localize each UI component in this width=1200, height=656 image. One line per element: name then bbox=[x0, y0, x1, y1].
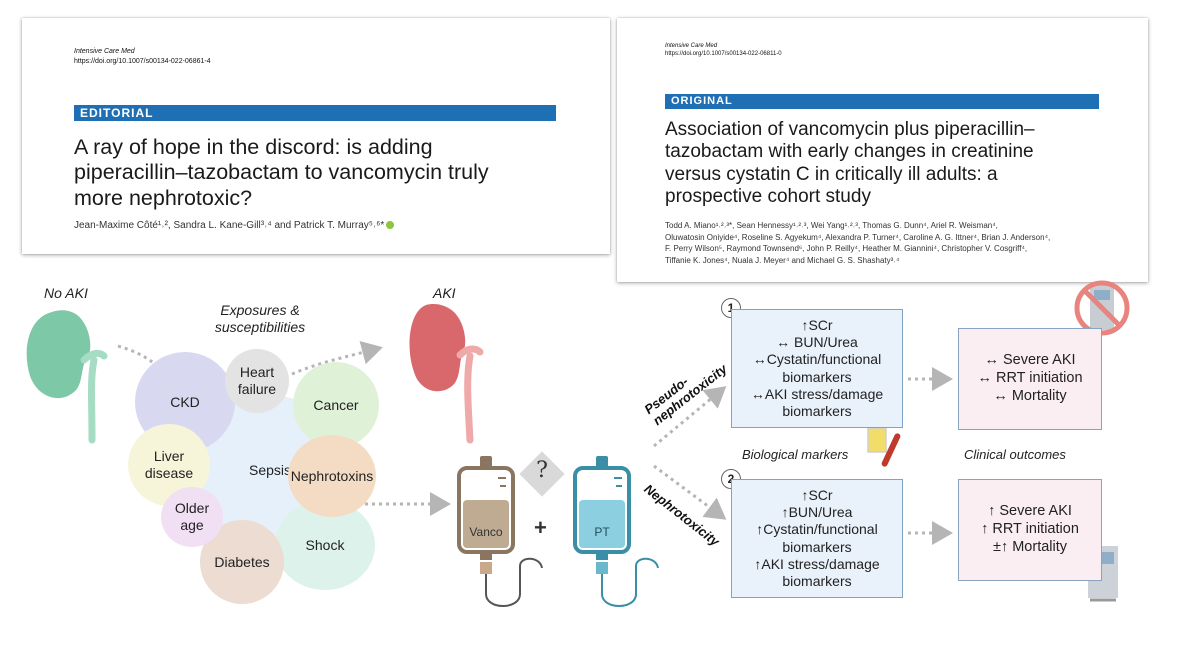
older-age-label-line: Older bbox=[174, 500, 210, 517]
nephrotoxins-label: Nephrotoxins bbox=[290, 467, 374, 484]
original-author-line: Tiffanie K. Jones⁴, Nuala J. Meyer⁴ and … bbox=[665, 255, 900, 265]
marker-line: biomarkers bbox=[782, 368, 852, 385]
no-aki-label: No AKI bbox=[44, 285, 88, 301]
plus-sign: + bbox=[534, 515, 547, 540]
heart-failure-label-line: Heart bbox=[239, 364, 275, 381]
original-journal-name: Intensive Care Med bbox=[665, 43, 718, 49]
original-authors: Todd A. Miano¹˒²˒³*, Sean Hennessy¹˒²˒³,… bbox=[665, 220, 1050, 266]
vanco-label: Vanco bbox=[469, 525, 503, 539]
outcome-line: ↔ RRT initiation bbox=[977, 370, 1083, 387]
exposures-label-line: susceptibilities bbox=[214, 318, 306, 335]
marker-line: ↑Cystatin/functional bbox=[756, 521, 878, 538]
outcome-line: ↑ RRT initiation bbox=[981, 521, 1079, 538]
pseudo-outcomes-box: ↔ Severe AKI ↔ RRT initiation ↔ Mortalit… bbox=[958, 328, 1102, 430]
urine-sample-icon bbox=[866, 422, 901, 467]
editorial-title-line: A ray of hope in the discord: is adding bbox=[74, 135, 433, 159]
clinical-outcomes-label: Clinical outcomes bbox=[964, 447, 1066, 462]
outcome-line: ↑ Severe AKI bbox=[988, 503, 1072, 520]
injured-kidney-icon bbox=[409, 304, 484, 444]
biological-markers-label: Biological markers bbox=[742, 447, 849, 462]
exposures-label-line: Exposures & bbox=[220, 302, 300, 318]
original-tag-banner: ORIGINAL bbox=[665, 94, 1099, 109]
nephro-outcomes-box: ↑ Severe AKI ↑ RRT initiation ±↑ Mortali… bbox=[958, 479, 1102, 581]
older-age-label-line: age bbox=[180, 517, 204, 533]
editorial-journal-name: Intensive Care Med bbox=[74, 48, 135, 55]
cancer-bubble: Cancer bbox=[293, 362, 379, 448]
pt-label: PT bbox=[594, 525, 610, 539]
outcome-line: ↔ Mortality bbox=[993, 387, 1067, 404]
heart-failure-label-line: failure bbox=[237, 381, 277, 397]
exposures-label: Exposures & susceptibilities bbox=[200, 302, 320, 336]
editorial-title-line: more nephrotoxic? bbox=[74, 185, 253, 210]
pt-iv-bag-icon bbox=[573, 456, 659, 607]
nephrotoxins-bubble: Nephrotoxins bbox=[288, 435, 376, 517]
original-author-line: F. Perry Wilson⁵, Raymond Townsend⁶, Joh… bbox=[665, 244, 1028, 254]
original-doi[interactable]: https://doi.org/10.1007/s00134-022-06811… bbox=[665, 51, 782, 57]
pseudo-markers-box: ↑SCr ↔ BUN/Urea ↔Cystatin/functional bio… bbox=[731, 309, 903, 428]
liver-label-line: disease bbox=[144, 465, 194, 481]
outcome-line: ↔ Severe AKI bbox=[984, 352, 1076, 369]
liver-label-line: Liver bbox=[153, 448, 185, 465]
original-title: Association of vancomycin plus piperacil… bbox=[665, 119, 1035, 209]
healthy-kidney-icon bbox=[26, 310, 108, 444]
ckd-label: CKD bbox=[170, 393, 200, 410]
original-author-line: Oluwatosin Oniyide⁴, Roseline S. Agyekum… bbox=[665, 232, 1051, 242]
original-author-line: Todd A. Miano¹˒²˒³*, Sean Hennessy¹˒²˒³,… bbox=[665, 221, 998, 230]
editorial-title-line: piperacillin–tazobactam to vancomycin tr… bbox=[74, 160, 489, 185]
editorial-author-list: Jean-Maxime Côté¹˒², Sandra L. Kane-Gill… bbox=[74, 220, 385, 231]
editorial-tag-banner: EDITORIAL bbox=[74, 105, 556, 121]
original-title-line: tazobactam with early changes in creatin… bbox=[665, 141, 1034, 163]
marker-line: biomarkers bbox=[782, 402, 852, 419]
no-dialysis-icon bbox=[1074, 280, 1130, 336]
original-title-line: versus cystatin C in critically ill adul… bbox=[665, 163, 998, 185]
vanco-iv-bag-icon bbox=[457, 456, 543, 607]
orcid-icon[interactable] bbox=[386, 221, 395, 230]
outcome-line: ±↑ Mortality bbox=[992, 538, 1068, 555]
marker-line: ↑BUN/Urea bbox=[781, 504, 853, 521]
marker-line: biomarkers bbox=[782, 538, 852, 555]
nephro-markers-box: ↑SCr ↑BUN/Urea ↑Cystatin/functional biom… bbox=[731, 479, 903, 598]
editorial-title: A ray of hope in the discord: is adding … bbox=[74, 135, 489, 211]
marker-line: ↔Cystatin/functional bbox=[752, 351, 882, 368]
diabetes-label: Diabetes bbox=[214, 553, 270, 570]
marker-line: ↑SCr bbox=[801, 317, 833, 334]
marker-line: biomarkers bbox=[782, 572, 852, 589]
shock-bubble: Shock bbox=[275, 500, 375, 590]
marker-line: ↔ BUN/Urea bbox=[776, 334, 858, 351]
original-title-line: prospective cohort study bbox=[665, 186, 871, 208]
cancer-label: Cancer bbox=[313, 396, 359, 413]
marker-line: ↑AKI stress/damage bbox=[754, 555, 880, 572]
editorial-authors: Jean-Maxime Côté¹˒², Sandra L. Kane-Gill… bbox=[74, 218, 395, 233]
original-article-card: Intensive Care Med https://doi.org/10.10… bbox=[617, 18, 1148, 282]
editorial-doi[interactable]: https://doi.org/10.1007/s00134-022-06861… bbox=[74, 58, 211, 65]
sepsis-label: Sepsis bbox=[248, 461, 292, 478]
marker-line: ↑SCr bbox=[801, 487, 833, 504]
marker-line: ↔AKI stress/damage bbox=[750, 385, 884, 402]
editorial-article-card: Intensive Care Med https://doi.org/10.10… bbox=[22, 18, 610, 254]
original-title-line: Association of vancomycin plus piperacil… bbox=[665, 119, 1035, 140]
aki-label: AKI bbox=[433, 285, 456, 301]
shock-label: Shock bbox=[305, 536, 345, 553]
question-mark: ? bbox=[536, 458, 548, 483]
